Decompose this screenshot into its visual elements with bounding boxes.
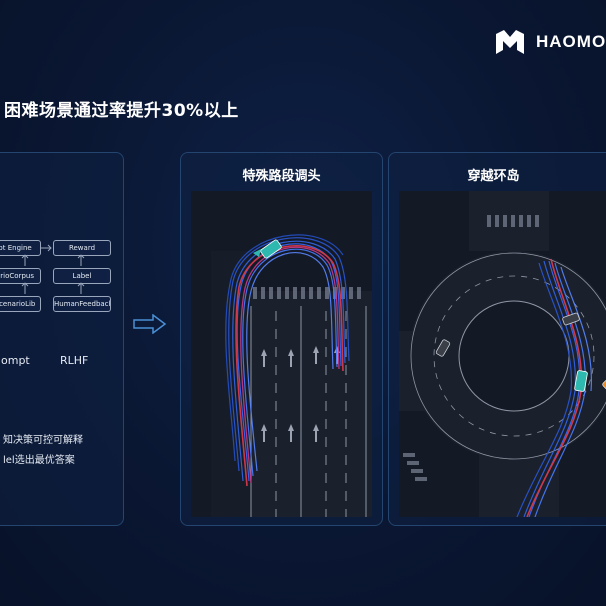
human-feedback-box: HumanFeedback	[53, 296, 111, 312]
flow-arrow-icon	[133, 314, 167, 334]
u-turn-panel: 特殊路段调头	[180, 152, 383, 526]
method-panel: pt Engine Reward arioCorpus Label Scenar…	[0, 152, 124, 526]
haomo-logo-icon	[496, 30, 524, 54]
roundabout-scene	[399, 191, 606, 517]
u-turn-title: 特殊路段调头	[242, 169, 321, 184]
reward-box: Reward	[53, 240, 111, 256]
u-turn-scene	[191, 191, 372, 517]
scenario-corpus-box: arioCorpus	[0, 268, 41, 284]
ego-vehicle-icon	[574, 370, 588, 392]
u-turn-map	[191, 191, 372, 517]
bullet-best-answer: lel选出最优答案	[3, 455, 75, 466]
page-headline: 困难场景通过率提升30%以上	[4, 101, 239, 121]
brand-name: HAOMO.A	[536, 32, 606, 51]
rlhf-label: RLHF	[60, 354, 89, 367]
prompt-label: ompt	[1, 354, 30, 367]
roundabout-panel: 穿越环岛	[388, 152, 606, 526]
other-vehicle-icon	[562, 312, 580, 326]
label-box: Label	[53, 268, 111, 284]
scenario-lib-box: ScenarioLib	[0, 296, 41, 312]
ego-vehicle-icon	[260, 239, 282, 259]
bullet-explainable: 知决策可控可解释	[3, 435, 83, 446]
roundabout-map	[399, 191, 606, 517]
roundabout-title: 穿越环岛	[467, 169, 520, 184]
orange-vehicle-icon	[602, 372, 606, 391]
other-vehicle-icon	[435, 339, 451, 357]
method-diagram-connectors	[21, 244, 85, 294]
brand-logo: HAOMO.A	[494, 28, 606, 56]
prompt-engine-box: pt Engine	[0, 240, 41, 256]
